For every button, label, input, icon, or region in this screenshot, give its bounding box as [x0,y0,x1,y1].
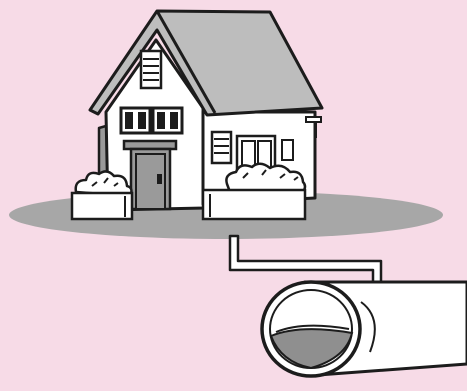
side-vent [212,132,231,163]
front-window-left [121,108,150,133]
bush-icon [72,171,132,219]
small-side-window [282,140,293,160]
front-window-right [153,108,182,133]
sewer-pipe-icon [262,282,467,376]
attic-vent [141,51,161,88]
